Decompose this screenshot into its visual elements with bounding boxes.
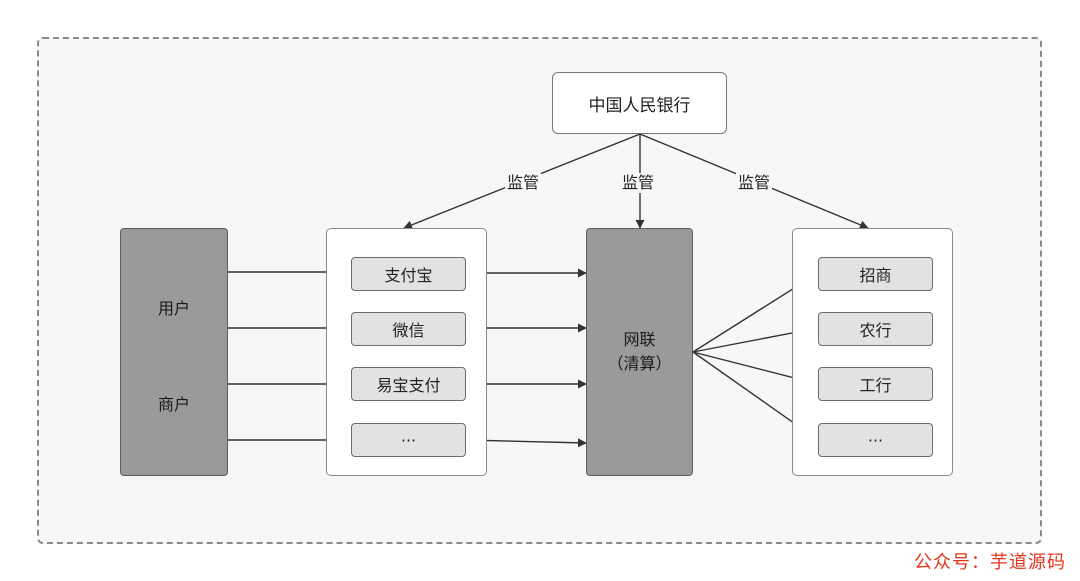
users-label: 用户 bbox=[157, 299, 190, 318]
bank-item-icbc: 工行 bbox=[818, 367, 933, 401]
payment-item-label: 支付宝 bbox=[384, 266, 433, 285]
bank-item-label: ··· bbox=[867, 430, 884, 450]
payment-item-wechat: 微信 bbox=[351, 312, 466, 346]
watermark-text: 公众号：芋道源码 bbox=[914, 552, 1066, 573]
merchants-label: 商户 bbox=[157, 395, 190, 414]
supervise-label-middle: 监管 bbox=[620, 173, 657, 193]
bank-item-label: 招商 bbox=[859, 266, 892, 285]
clearing-sublabel: （清算） bbox=[607, 354, 672, 373]
payment-item-label: 微信 bbox=[392, 321, 425, 340]
bank-item-more: ··· bbox=[818, 423, 933, 457]
supervise-label-left: 监管 bbox=[505, 173, 542, 193]
bank-item-label: 农行 bbox=[859, 321, 892, 340]
payment-item-yeepay: 易宝支付 bbox=[351, 367, 466, 401]
users-merchants-node: 用户 商户 bbox=[120, 228, 228, 476]
clearing-node: 网联 （清算） bbox=[586, 228, 693, 476]
payment-item-more: ··· bbox=[351, 423, 466, 457]
supervise-label-right: 监管 bbox=[736, 173, 773, 193]
clearing-label: 网联 bbox=[623, 330, 656, 349]
bank-item-cmb: 招商 bbox=[818, 257, 933, 291]
regulator-node: 中国人民银行 bbox=[552, 72, 727, 134]
bank-item-label: 工行 bbox=[859, 376, 892, 395]
bank-item-abc: 农行 bbox=[818, 312, 933, 346]
regulator-label: 中国人民银行 bbox=[588, 95, 691, 116]
payment-item-label: 易宝支付 bbox=[376, 376, 441, 395]
payment-item-label: ··· bbox=[400, 430, 417, 450]
payment-item-alipay: 支付宝 bbox=[351, 257, 466, 291]
